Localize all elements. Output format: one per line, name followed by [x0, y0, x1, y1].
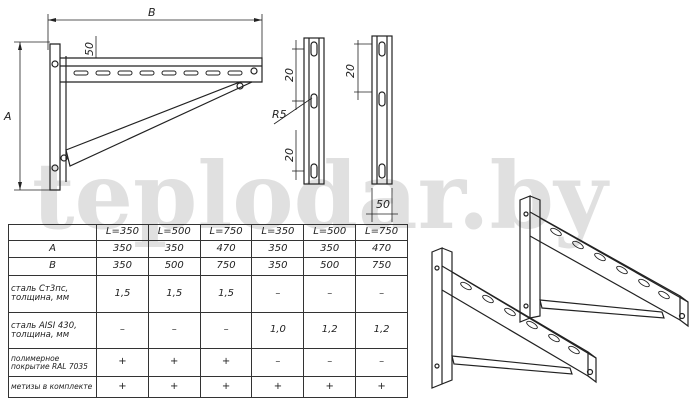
table-cell: 1,5: [199, 275, 253, 313]
table-cell: 350: [303, 240, 357, 258]
table-cell: 470: [199, 240, 253, 258]
table-row: B 350 500 750 350 500 750: [8, 257, 408, 276]
dimension-hole-pitch-right-label: 20: [344, 64, 357, 78]
table-cell: –: [303, 275, 357, 313]
table-cell: –: [251, 348, 305, 377]
dimension-width-label: B: [148, 6, 156, 19]
table-cell: +: [303, 376, 357, 398]
profile-front-view-right: [354, 35, 398, 222]
dimension-height-label: A: [3, 110, 12, 123]
dimension-profile-width-label: 50: [376, 198, 390, 211]
table-cell: 350: [147, 240, 201, 258]
table-cell: 1,2: [355, 312, 408, 349]
table-cell: –: [303, 348, 357, 377]
table-row-label: сталь AISI 430, толщина, мм: [8, 312, 97, 349]
table-row-label: метизы в комплекте: [8, 376, 97, 398]
table-cell: +: [355, 376, 408, 398]
table-row-label: полимерное покрытие RAL 7035: [8, 348, 97, 377]
table-cell: +: [147, 376, 201, 398]
table-cell: –: [251, 275, 305, 313]
table-cell: –: [96, 312, 149, 349]
table-cell: –: [199, 312, 253, 349]
bracket-isometric-front: [431, 247, 597, 389]
table-cell: 470: [355, 240, 408, 258]
table-row-label: сталь Ст3пс, толщина, мм: [8, 275, 97, 313]
table-cell: 350: [96, 257, 149, 276]
table-header-cell: [8, 224, 97, 241]
table-header-cell: L=350: [251, 224, 305, 241]
bracket-side-view: [14, 14, 263, 191]
table-header-row: L=350 L=500 L=750 L=350 L=500 L=750: [8, 224, 408, 241]
table-cell: +: [199, 376, 253, 398]
table-header-cell: L=750: [355, 224, 408, 241]
table-row: сталь AISI 430, толщина, мм – – – 1,0 1,…: [8, 312, 408, 349]
table-header-cell: L=500: [147, 224, 201, 241]
table-cell: +: [147, 348, 201, 377]
table-row: полимерное покрытие RAL 7035 + + + – – –: [8, 348, 408, 377]
table-cell: 350: [251, 257, 305, 276]
dimension-radius-label: R5: [272, 108, 287, 121]
table-cell: –: [355, 348, 408, 377]
table-cell: +: [96, 376, 149, 398]
table-cell: 350: [96, 240, 149, 258]
table-row: A 350 350 470 350 350 470: [8, 240, 408, 258]
table-row: сталь Ст3пс, толщина, мм 1,5 1,5 1,5 – –…: [8, 275, 408, 313]
bracket-isometric-back: [519, 195, 689, 328]
dimension-slot-offset-label: 50: [83, 42, 96, 56]
table-header-cell: L=500: [303, 224, 357, 241]
table-cell: 500: [303, 257, 357, 276]
table-cell: +: [251, 376, 305, 398]
table-cell: +: [96, 348, 149, 377]
table-cell: 750: [199, 257, 253, 276]
table-cell: 1,2: [303, 312, 357, 349]
table-cell: –: [355, 275, 408, 313]
table-cell: 750: [355, 257, 408, 276]
table-header-cell: L=750: [199, 224, 253, 241]
table-cell: 1,5: [147, 275, 201, 313]
dimension-hole-pitch-bottom-label: 20: [283, 148, 296, 162]
profile-front-view-left: [273, 37, 325, 185]
specification-table: L=350 L=500 L=750 L=350 L=500 L=750 A 35…: [8, 224, 408, 398]
dimension-hole-pitch-top-label: 20: [283, 68, 296, 82]
table-cell: –: [147, 312, 201, 349]
table-row-label: B: [8, 257, 97, 276]
table-cell: 350: [251, 240, 305, 258]
table-cell: 1,0: [251, 312, 305, 349]
table-cell: 1,5: [96, 275, 149, 313]
table-cell: +: [199, 348, 253, 377]
table-row: метизы в комплекте + + + + + +: [8, 376, 408, 398]
table-row-label: A: [8, 240, 97, 258]
table-cell: 500: [147, 257, 201, 276]
table-header-cell: L=350: [96, 224, 149, 241]
